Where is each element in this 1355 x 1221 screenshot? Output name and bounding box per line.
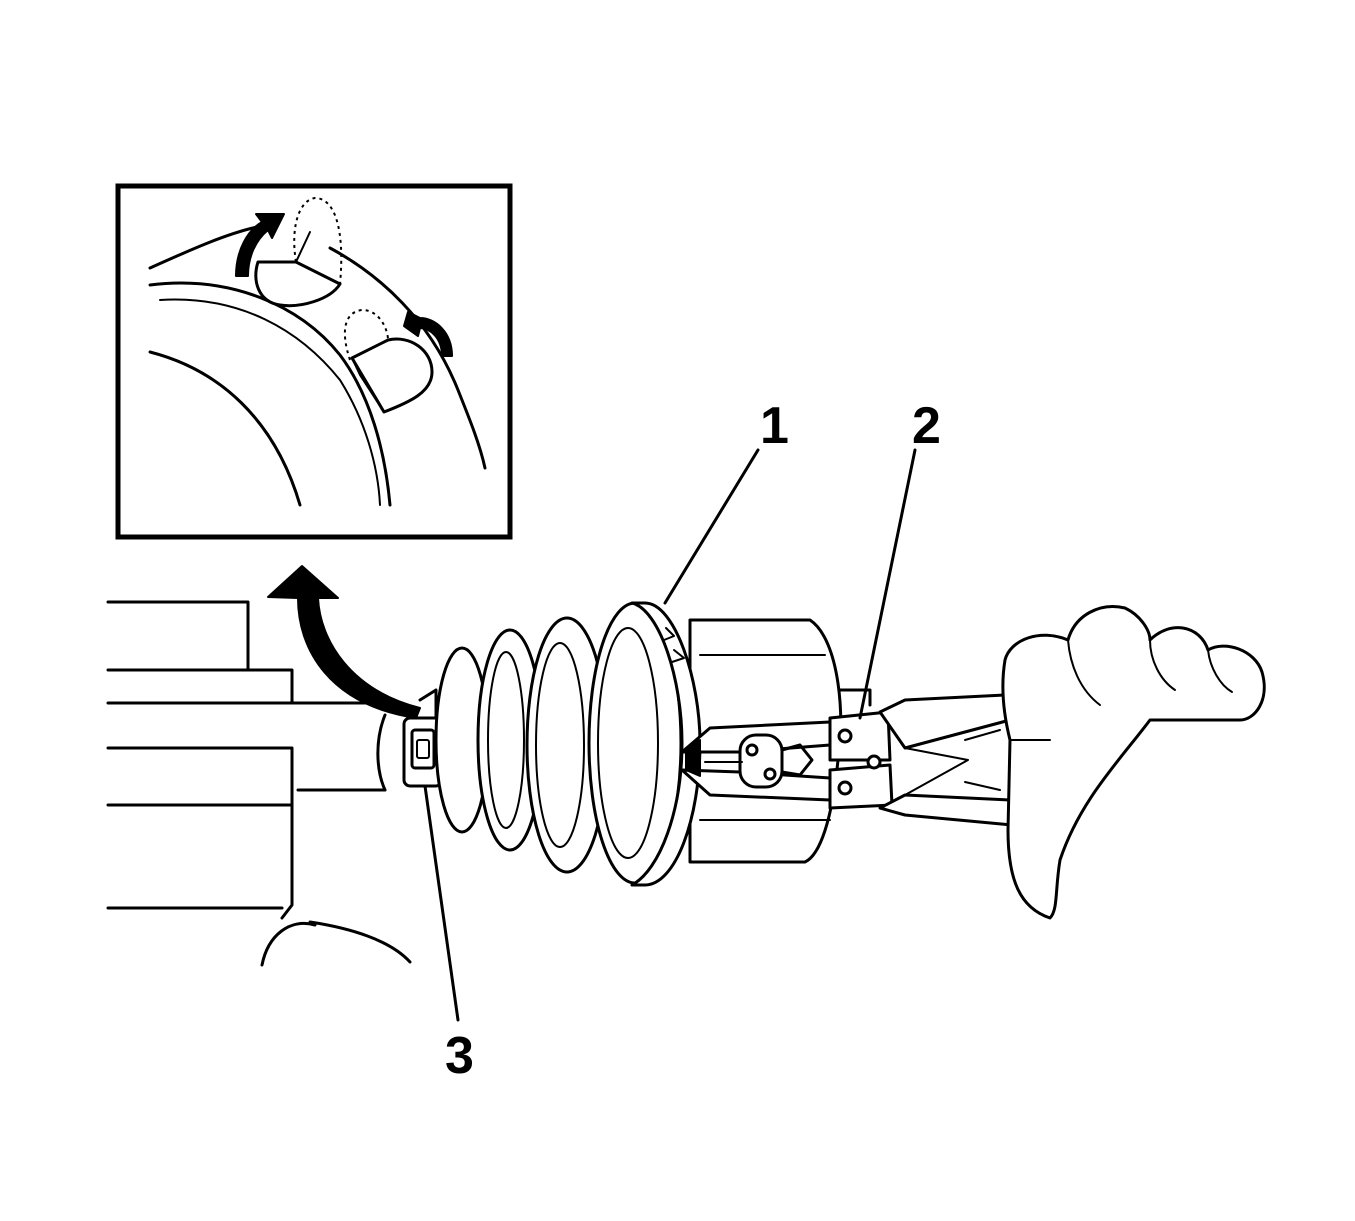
callout-2: 2 <box>912 397 941 455</box>
transaxle-housing <box>106 600 412 967</box>
cv-boot <box>434 601 683 885</box>
clamp-tab-2 <box>350 337 434 414</box>
detail-pointer-arrow <box>267 565 421 719</box>
leader-line-2 <box>858 448 917 720</box>
callout-3: 3 <box>445 1027 474 1085</box>
leader-line-3 <box>423 784 460 1022</box>
clamp-tab-1 <box>254 260 342 308</box>
callout-1: 1 <box>760 397 789 455</box>
hand <box>1001 605 1266 920</box>
rotation-arrow-2 <box>403 311 453 357</box>
rotation-arrow-1 <box>235 213 285 277</box>
large-boot-clamp <box>630 601 702 887</box>
clamp-pliers <box>680 693 1014 827</box>
detail-inset <box>115 183 513 540</box>
leader-line-1 <box>663 448 760 605</box>
